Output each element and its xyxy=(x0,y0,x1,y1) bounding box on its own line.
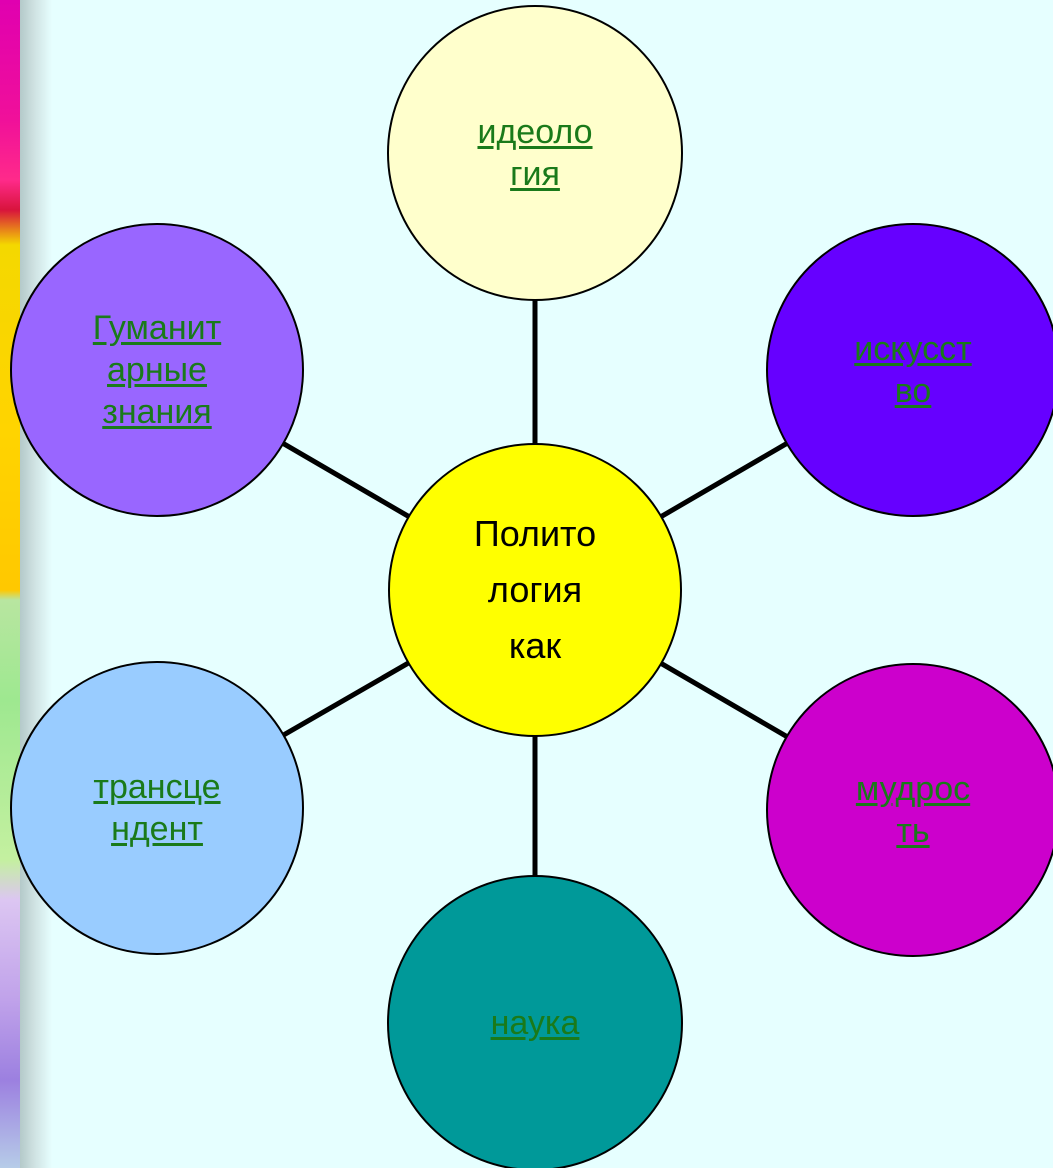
node-circle-transcendent[interactable] xyxy=(10,661,304,955)
node-circle-ideology[interactable] xyxy=(387,5,683,301)
center-label-line-2: логия xyxy=(487,569,583,610)
art-link-line-2[interactable]: во xyxy=(894,372,932,410)
humanities-link-line-3[interactable]: знания xyxy=(102,393,212,431)
ideology-link-line-1[interactable]: идеоло xyxy=(477,113,593,151)
science-link-line-1[interactable]: наука xyxy=(490,1004,580,1042)
node-circle-wisdom[interactable] xyxy=(766,663,1053,957)
ideology-link-line-2[interactable]: гия xyxy=(510,155,560,193)
node-label-art[interactable]: искусст во xyxy=(793,328,1033,412)
connector-humanities xyxy=(281,441,411,519)
center-label-line-1: Полито xyxy=(473,513,597,554)
node-circle-humanities[interactable] xyxy=(10,223,304,517)
node-label-transcendent[interactable]: трансце ндент xyxy=(37,766,277,850)
connector-art xyxy=(659,441,789,519)
center-label: Полито логия как xyxy=(415,506,655,674)
humanities-link-line-1[interactable]: Гуманит xyxy=(92,309,222,347)
transcendent-link-line-1[interactable]: трансце xyxy=(93,768,221,806)
decorative-side-strip xyxy=(0,0,20,1168)
humanities-link-line-2[interactable]: арные xyxy=(107,351,207,389)
connector-wisdom xyxy=(659,661,789,739)
center-circle-politology xyxy=(388,443,682,737)
node-label-humanities[interactable]: Гуманит арные знания xyxy=(37,307,277,433)
node-circle-art[interactable] xyxy=(766,223,1053,517)
art-link-line-1[interactable]: искусст xyxy=(854,330,972,368)
node-label-science[interactable]: наука xyxy=(415,1002,655,1044)
wisdom-link-line-2[interactable]: ть xyxy=(896,812,930,850)
transcendent-link-line-2[interactable]: ндент xyxy=(111,810,203,848)
center-label-line-3: как xyxy=(508,625,562,666)
connector-transcendent xyxy=(282,660,410,738)
wisdom-link-line-1[interactable]: мудрос xyxy=(855,770,971,808)
node-label-ideology[interactable]: идеоло гия xyxy=(415,111,655,195)
node-label-wisdom[interactable]: мудрос ть xyxy=(793,768,1033,852)
node-circle-science[interactable] xyxy=(387,875,683,1168)
side-shadow xyxy=(20,0,52,1168)
